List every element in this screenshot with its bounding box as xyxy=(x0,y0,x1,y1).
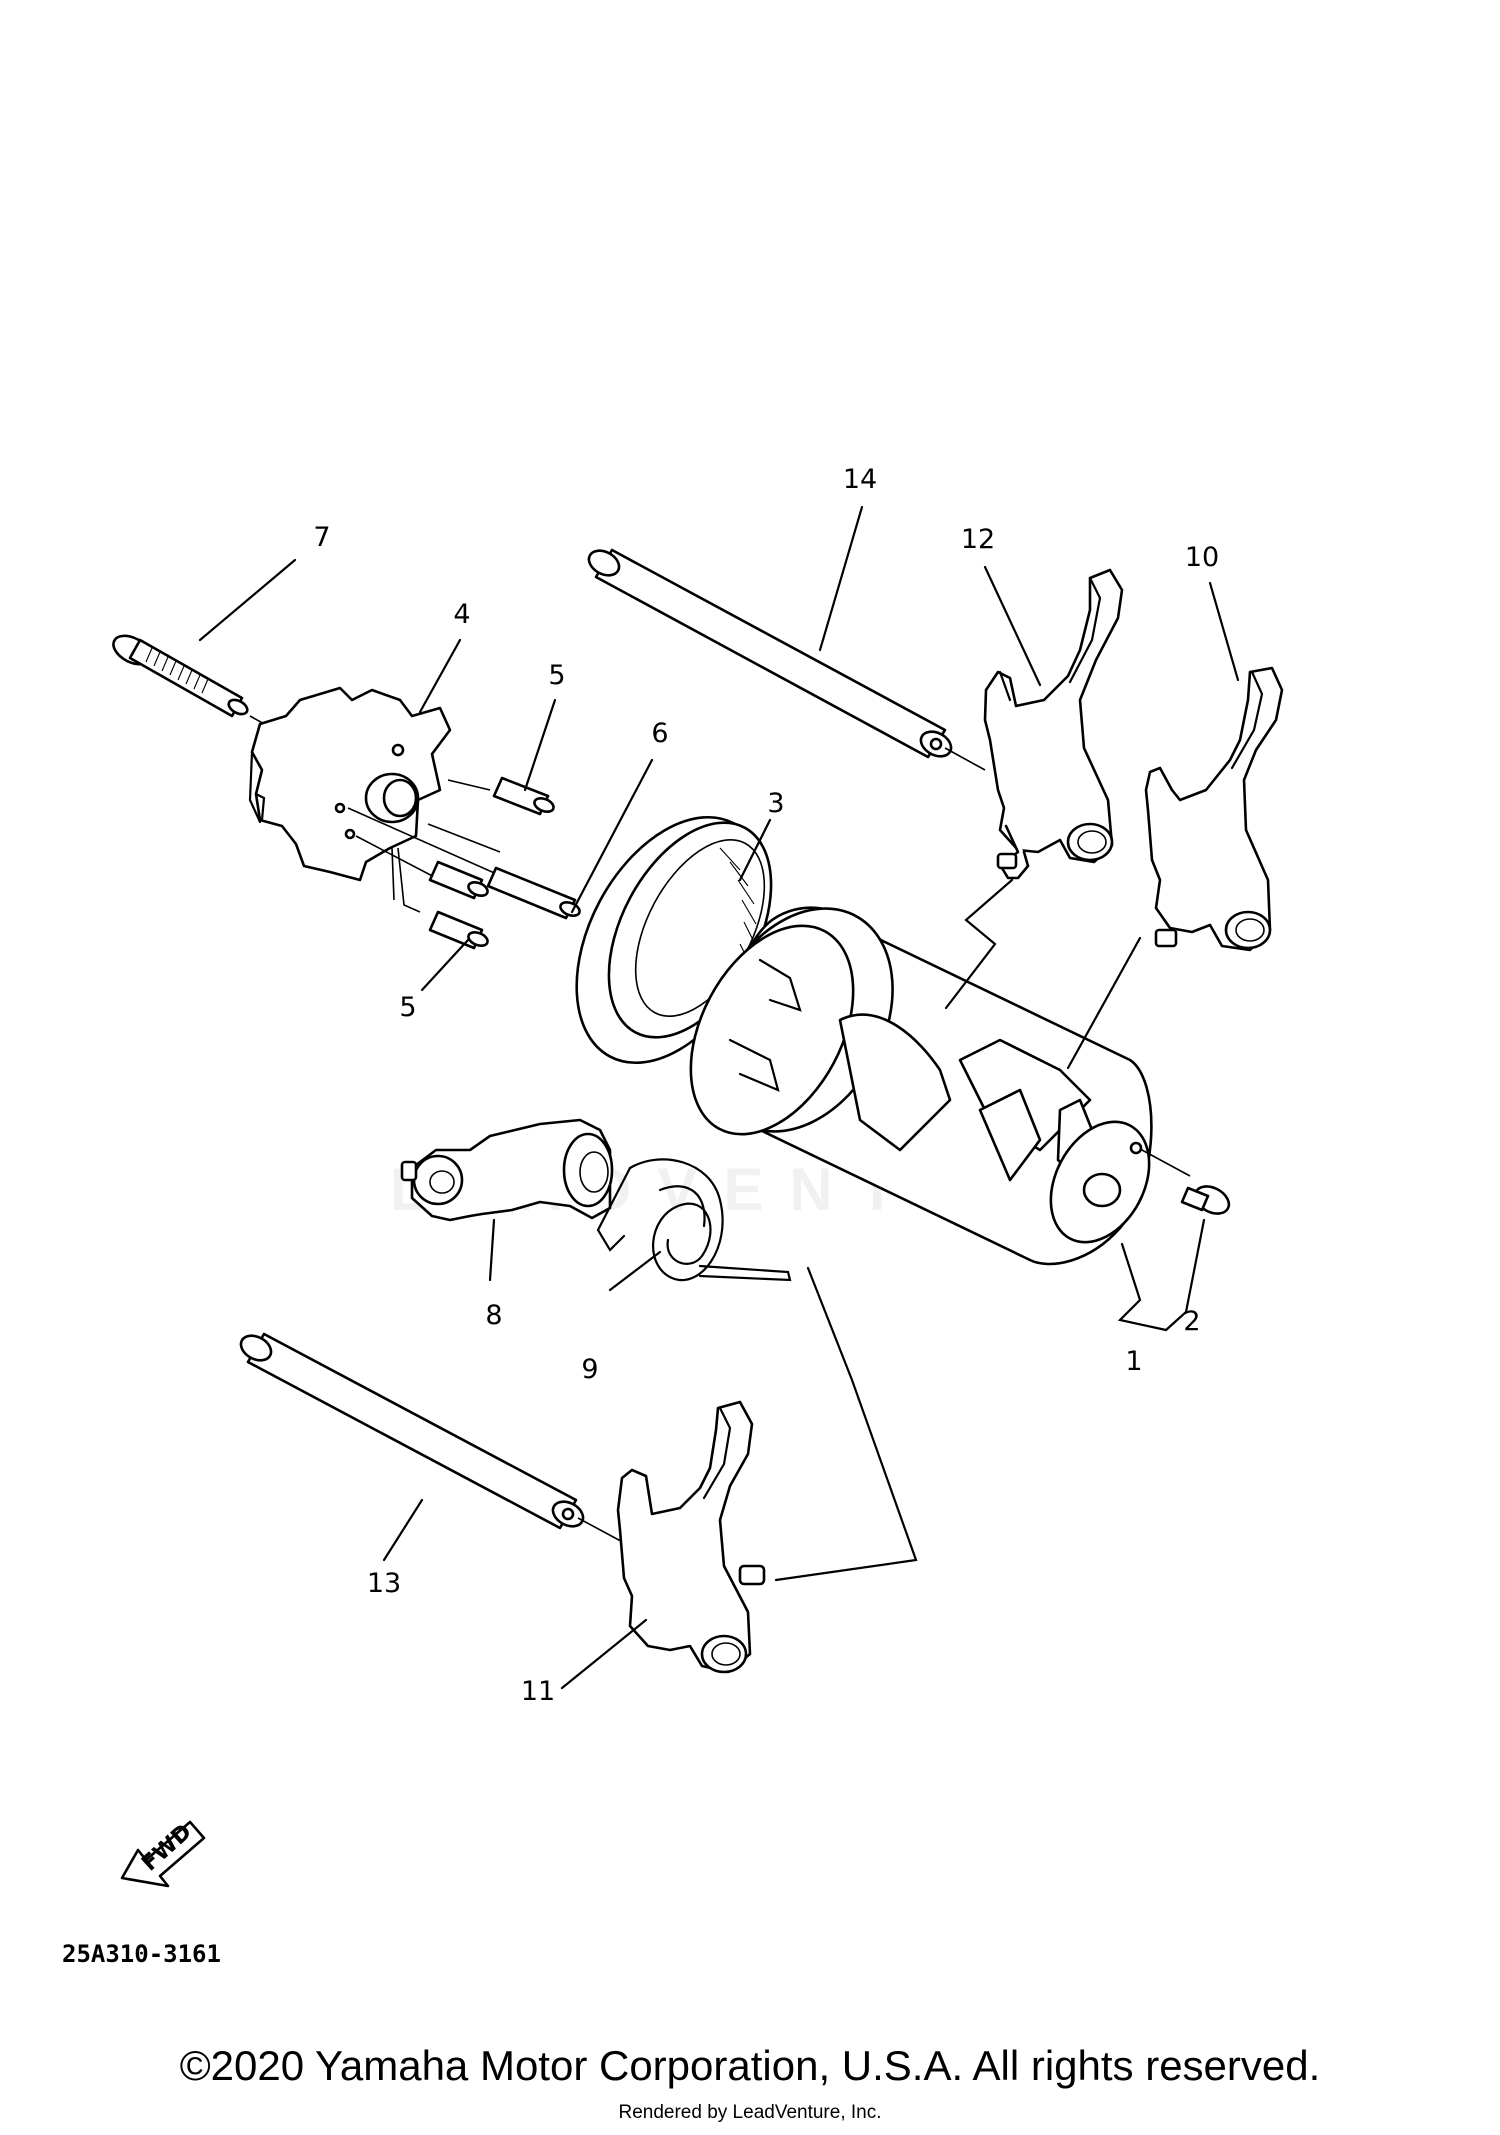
part-4-segment xyxy=(248,686,511,913)
callout-5-lower: 5 xyxy=(399,992,416,1023)
callout-labels: 14 12 10 7 4 5 6 3 5 2 1 8 9 13 11 xyxy=(313,464,1219,1707)
part-2-pin xyxy=(1180,1185,1231,1215)
callout-11: 11 xyxy=(521,1676,555,1707)
callout-5-upper: 5 xyxy=(548,660,565,691)
diagram-code: 25A310-3161 xyxy=(62,1940,221,1968)
callout-4: 4 xyxy=(453,599,470,630)
part-8-stopper-lever xyxy=(400,1118,614,1222)
callout-13: 13 xyxy=(367,1568,401,1599)
callout-7: 7 xyxy=(313,522,330,553)
part-12-shift-fork xyxy=(983,568,1124,880)
part-5-pin-upper xyxy=(492,776,555,816)
part-14-shift-fork-shaft xyxy=(587,548,986,771)
forward-arrow-icon: FWD xyxy=(120,1819,206,1888)
callout-10: 10 xyxy=(1185,542,1219,573)
callout-2: 2 xyxy=(1183,1306,1200,1337)
callout-8: 8 xyxy=(485,1300,502,1331)
rendered-by-notice: Rendered by LeadVenture, Inc. xyxy=(618,2102,882,2123)
copyright-notice: ©2020 Yamaha Motor Corporation, U.S.A. A… xyxy=(179,2042,1321,2089)
callout-3: 3 xyxy=(767,788,784,819)
part-10-shift-fork xyxy=(1144,666,1284,952)
callout-6: 6 xyxy=(651,718,668,749)
part-1-shift-drum xyxy=(689,906,1191,1266)
part-5-pin-mid xyxy=(428,860,489,900)
leader-lines xyxy=(198,505,1240,1690)
part-5-pin-lower xyxy=(428,910,489,950)
part-9-torsion-spring xyxy=(596,1158,792,1282)
callout-1: 1 xyxy=(1125,1346,1142,1377)
callout-12: 12 xyxy=(961,524,995,555)
part-11-shift-fork xyxy=(616,1400,766,1674)
callout-9: 9 xyxy=(581,1354,598,1385)
part-6-pin xyxy=(486,866,581,920)
part-13-shift-fork-shaft xyxy=(239,1332,631,1547)
part-7-bolt xyxy=(112,634,276,731)
callout-14: 14 xyxy=(843,464,877,495)
